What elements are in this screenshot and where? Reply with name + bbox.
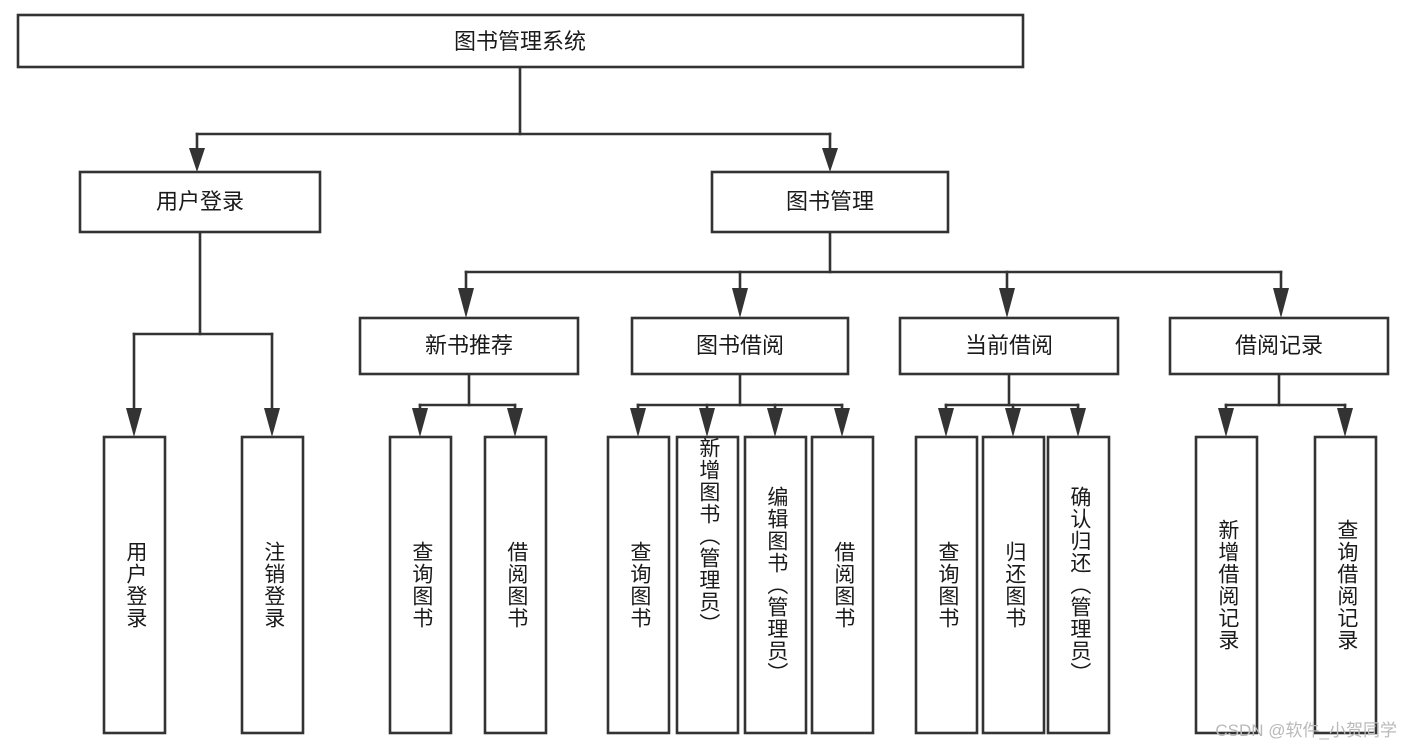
arrowhead-leaf-currentborrow-1 — [938, 408, 954, 437]
arrowhead-leaf-bookborrow-3 — [767, 408, 783, 437]
arrowhead-new-book-recommend — [458, 288, 474, 318]
arrowhead-leaf-currentborrow-3 — [1070, 408, 1086, 437]
connector-group — [126, 66, 1353, 437]
leaf-box-current-borrow-3[interactable] — [1046, 435, 1111, 735]
arrowhead-leaf-currentborrow-2 — [1005, 408, 1021, 437]
leaf-box-user-login-2[interactable] — [240, 435, 305, 735]
node-new-book-recommend-label: 新书推荐 — [425, 333, 513, 358]
arrowhead-current-borrow — [999, 288, 1015, 318]
leaf-box-book-borrow-4[interactable] — [810, 435, 875, 735]
node-box-group: 图书管理系统 用户登录 图书管理 新书推荐 图书借阅 当前借阅 借阅记录 — [16, 13, 1390, 376]
arrowhead-book-borrow — [732, 288, 748, 318]
node-root-box[interactable] — [16, 13, 1025, 69]
leaf-box-new-book-recommend-2[interactable] — [483, 435, 548, 735]
leaf-box-borrow-record-2[interactable] — [1313, 435, 1378, 735]
arrowhead-leaf-user-login-1 — [126, 408, 142, 437]
watermark-text: CSDN @软件_小贺同学 — [1215, 721, 1397, 740]
leaf-box-book-borrow-3[interactable] — [743, 435, 808, 735]
leaf-box-borrow-record-1[interactable] — [1194, 435, 1259, 735]
node-user-login-label: 用户登录 — [156, 189, 244, 214]
node-book-management-box[interactable] — [710, 170, 950, 234]
leaf-box-user-login-1[interactable] — [102, 435, 167, 735]
arrowhead-userlogin — [189, 148, 205, 172]
arrowhead-leaf-bookborrow-1 — [630, 408, 646, 437]
arrowhead-borrow-record — [1273, 288, 1289, 318]
leaf-box-book-borrow-2[interactable] — [675, 435, 740, 735]
node-borrow-record-box[interactable] — [1168, 316, 1390, 376]
arrowhead-leaf-bookborrow-4 — [834, 408, 850, 437]
arrowhead-leaf-borrowrecord-2 — [1337, 408, 1353, 437]
node-current-borrow-label: 当前借阅 — [965, 333, 1053, 358]
arrowhead-leaf-bookborrow-2 — [699, 408, 715, 437]
leaf-box-group — [102, 435, 1378, 735]
node-book-borrow-box[interactable] — [630, 316, 850, 376]
arrowhead-leaf-user-login-2 — [264, 408, 280, 437]
node-root-label: 图书管理系统 — [454, 29, 586, 54]
node-current-borrow-box[interactable] — [898, 316, 1120, 376]
node-new-book-recommend-box[interactable] — [358, 316, 580, 376]
leaf-box-current-borrow-2[interactable] — [981, 435, 1046, 735]
node-book-borrow-label: 图书借阅 — [696, 333, 784, 358]
node-user-login-box[interactable] — [78, 170, 322, 234]
arrowhead-leaf-newbook-2 — [507, 408, 523, 437]
node-borrow-record-label: 借阅记录 — [1235, 333, 1323, 358]
leaf-box-new-book-recommend-1[interactable] — [388, 435, 453, 735]
leaf-box-current-borrow-1[interactable] — [914, 435, 979, 735]
arrowhead-bookmgmt — [822, 148, 838, 172]
leaf-box-book-borrow-1[interactable] — [606, 435, 671, 735]
arrowhead-leaf-borrowrecord-1 — [1218, 408, 1234, 437]
node-book-management-label: 图书管理 — [786, 189, 874, 214]
arrowhead-leaf-newbook-1 — [412, 408, 428, 437]
